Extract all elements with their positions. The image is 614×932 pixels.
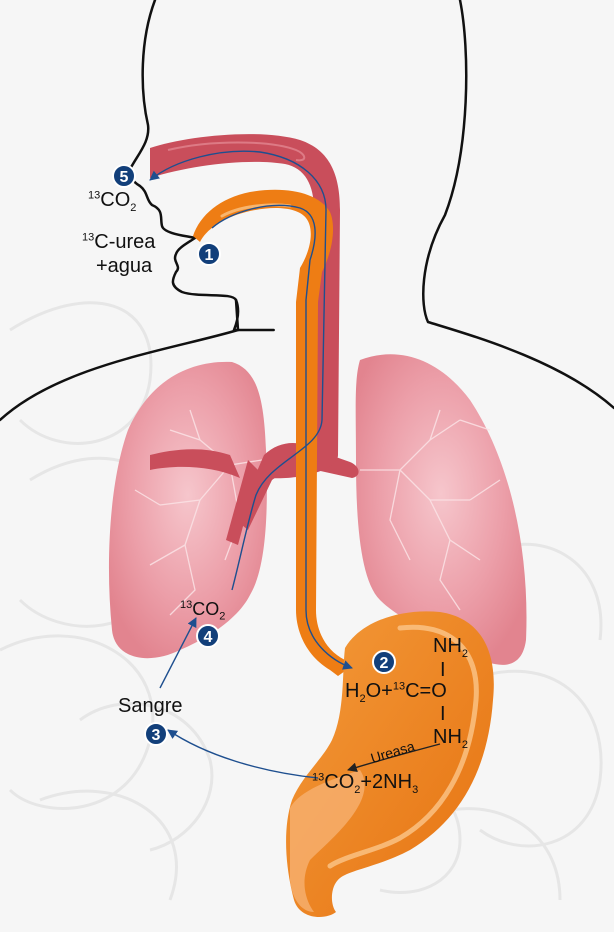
- products-label: 13CO2+2NH3: [312, 772, 418, 796]
- bond-bottom: I: [440, 704, 446, 724]
- step-5-badge: 5: [112, 164, 136, 188]
- agua-label: +agua: [96, 256, 152, 276]
- co2-exhaled-label: 13CO2: [88, 190, 136, 214]
- co2-lung-label: 13CO2: [180, 600, 225, 623]
- bond-top: I: [440, 660, 446, 680]
- step-3-badge: 3: [144, 722, 168, 746]
- arrow-stomach-to-blood: [168, 730, 318, 778]
- reaction-equation: H2O+13C=O: [345, 681, 447, 705]
- sangre-label: Sangre: [118, 696, 183, 716]
- step-2-badge: 2: [372, 650, 396, 674]
- nh2-bottom-label: NH2: [433, 727, 468, 751]
- step-1-badge: 1: [197, 242, 221, 266]
- nh2-top-label: NH2: [433, 636, 468, 660]
- urea-label: 13C-urea: [82, 232, 155, 252]
- step-4-badge: 4: [196, 624, 220, 648]
